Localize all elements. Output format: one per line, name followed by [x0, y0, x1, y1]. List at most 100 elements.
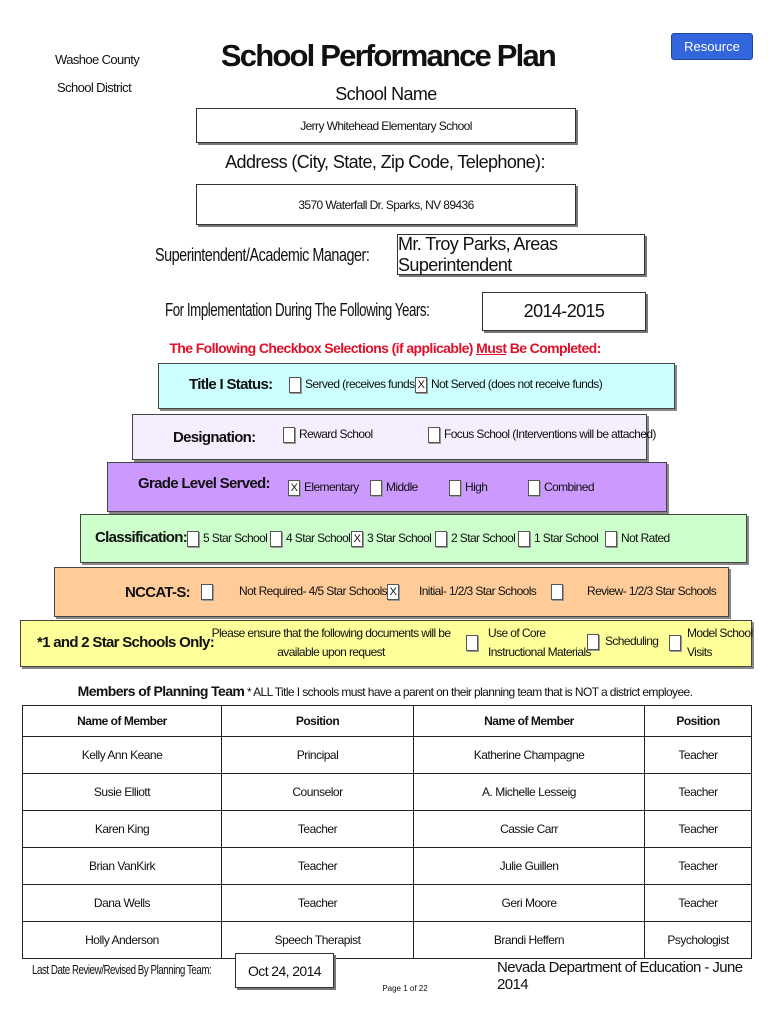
- member-position[interactable]: Counselor: [221, 773, 414, 811]
- option-label: 4 Star School: [286, 531, 351, 546]
- title1-served-option[interactable]: Served (receives funds): [289, 377, 419, 393]
- option-label: 5 Star School: [203, 531, 268, 546]
- implementation-years-field[interactable]: 2014-2015: [482, 292, 646, 331]
- member-name[interactable]: Brandi Heffern: [413, 921, 645, 959]
- designation-label: Designation:: [173, 429, 256, 446]
- resource-link-button[interactable]: Resource Link: [671, 33, 753, 79]
- checkbox[interactable]: [449, 480, 461, 496]
- designation-section: Designation: Reward School Focus School …: [132, 414, 656, 460]
- members-title: Members of Planning Team: [77, 683, 245, 699]
- grade-level-section: Grade Level Served: X Elementary Middle H…: [107, 462, 667, 512]
- member-name[interactable]: Katherine Champagne: [413, 736, 645, 774]
- member-position[interactable]: Teacher: [644, 884, 752, 922]
- member-position[interactable]: Teacher: [221, 847, 414, 885]
- member-position[interactable]: Teacher: [221, 810, 414, 848]
- focus-school-option[interactable]: Focus School (Interventions will be atta…: [428, 427, 656, 443]
- member-name[interactable]: Holly Anderson: [22, 921, 222, 959]
- option-label: Middle: [386, 480, 418, 495]
- checkbox[interactable]: [518, 531, 530, 547]
- checkbox[interactable]: X: [351, 531, 363, 547]
- option-label: Visits: [687, 645, 712, 659]
- member-name[interactable]: Susie Elliott: [22, 773, 222, 811]
- notice-text-end: Be Completed:: [506, 340, 602, 356]
- review-date-field[interactable]: Oct 24, 2014: [235, 953, 334, 988]
- option-label: High: [465, 480, 488, 495]
- nde-credit: Nevada Department of Education - June 20…: [497, 959, 743, 993]
- checkbox[interactable]: [528, 480, 540, 496]
- checkbox[interactable]: [370, 480, 382, 496]
- school-name-field[interactable]: Jerry Whitehead Elementary School: [196, 108, 576, 143]
- classification-option-4-star[interactable]: 4 Star School: [270, 531, 351, 547]
- member-position[interactable]: Teacher: [644, 736, 752, 774]
- classification-option-1-star[interactable]: 1 Star School: [518, 531, 599, 547]
- option-scheduling[interactable]: Scheduling: [587, 634, 659, 650]
- grade-option-middle[interactable]: Middle: [370, 480, 418, 496]
- grade-level-label: Grade Level Served:: [138, 475, 270, 492]
- option-label: Elementary: [304, 480, 359, 495]
- member-position[interactable]: Teacher: [221, 884, 414, 922]
- checkbox[interactable]: [435, 531, 447, 547]
- checkbox[interactable]: [669, 635, 681, 651]
- member-position[interactable]: Teacher: [644, 810, 752, 848]
- checkbox-notice: The Following Checkbox Selections (if ap…: [100, 340, 670, 356]
- member-name[interactable]: Cassie Carr: [413, 810, 645, 848]
- nccat-option-review[interactable]: Review- 1/2/3 Star Schools: [551, 584, 717, 600]
- checkbox[interactable]: [587, 634, 599, 650]
- title1-label: Title I Status:: [189, 376, 273, 393]
- member-name[interactable]: Julie Guillen: [413, 847, 645, 885]
- checkbox[interactable]: [605, 531, 617, 547]
- grade-option-high[interactable]: High: [449, 480, 488, 496]
- member-name[interactable]: A. Michelle Lesseig: [413, 773, 645, 811]
- checkbox[interactable]: X: [415, 377, 427, 393]
- checkbox[interactable]: [270, 531, 282, 547]
- checkbox[interactable]: [428, 427, 440, 443]
- address-field[interactable]: 3570 Waterfall Dr. Sparks, NV 89436: [196, 184, 576, 225]
- member-name[interactable]: Dana Wells: [22, 884, 222, 922]
- classification-option-2-star[interactable]: 2 Star School: [435, 531, 516, 547]
- reward-school-option[interactable]: Reward School: [283, 427, 373, 443]
- superintendent-field[interactable]: Mr. Troy Parks, Areas Superintendent: [397, 234, 645, 275]
- member-position[interactable]: Speech Therapist: [221, 921, 414, 959]
- notice-must: Must: [476, 340, 507, 356]
- checkbox[interactable]: [201, 584, 213, 600]
- checkbox[interactable]: [551, 584, 563, 600]
- district-name: Washoe County: [55, 52, 140, 67]
- grade-option-combined[interactable]: Combined: [528, 480, 595, 496]
- checkbox[interactable]: [283, 427, 295, 443]
- checkbox[interactable]: [289, 377, 301, 393]
- checkbox[interactable]: [187, 531, 199, 547]
- member-position[interactable]: Psychologist: [644, 921, 752, 959]
- member-position[interactable]: Teacher: [644, 847, 752, 885]
- checkbox[interactable]: X: [387, 584, 399, 600]
- nccat-option-initial[interactable]: X Initial- 1/2/3 Star Schools: [387, 584, 537, 600]
- member-name[interactable]: Kelly Ann Keane: [22, 736, 222, 774]
- member-position[interactable]: Principal: [221, 736, 414, 774]
- checkbox[interactable]: X: [288, 480, 300, 496]
- implementation-label: For Implementation During The Following …: [165, 300, 430, 320]
- member-position[interactable]: Teacher: [644, 773, 752, 811]
- notice-text: The Following Checkbox Selections (if ap…: [169, 340, 477, 356]
- option-label: Reward School: [299, 427, 373, 442]
- checkbox[interactable]: [466, 635, 478, 651]
- member-name[interactable]: Brian VanKirk: [22, 847, 222, 885]
- classification-option-not-rated[interactable]: Not Rated: [605, 531, 670, 547]
- member-name[interactable]: Geri Moore: [413, 884, 645, 922]
- member-name[interactable]: Karen King: [22, 810, 222, 848]
- nccat-option-not-required[interactable]: Not Required- 4/5 Star Schools: [201, 584, 388, 600]
- column-header: Name of Member: [22, 705, 222, 737]
- option-label: Initial- 1/2/3 Star Schools: [419, 584, 537, 599]
- grade-option-elementary[interactable]: X Elementary: [288, 480, 359, 496]
- classification-option-5-star[interactable]: 5 Star School: [187, 531, 268, 547]
- option-label: Served (receives funds): [305, 377, 419, 392]
- district-name-2: School District: [57, 80, 132, 95]
